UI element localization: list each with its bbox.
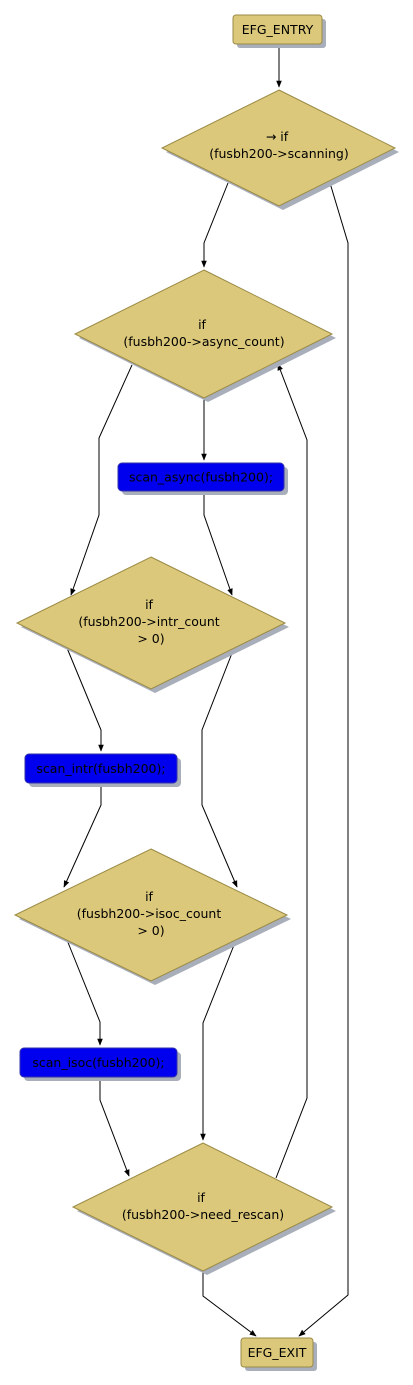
decision-need-rescan-label: if (fusbh200->need_rescan) bbox=[122, 1190, 284, 1222]
statement-scan-isoc[interactable]: scan_isoc(fusbh200); bbox=[19, 1047, 181, 1081]
decision-scanning[interactable]: → if (fusbh200->scanning) bbox=[160, 89, 399, 210]
decision-scanning-label: → if (fusbh200->scanning) bbox=[209, 129, 349, 161]
edge-rescan-to-exit bbox=[202, 1272, 257, 1337]
exit-node[interactable]: EFG_EXIT bbox=[240, 1337, 317, 1371]
edge-isoc-to-scan-isoc bbox=[66, 939, 103, 1046]
edge-scan-isoc-to-rescan bbox=[99, 1077, 130, 1177]
edge-async-to-intr bbox=[70, 364, 133, 596]
entry-node[interactable]: EFG_ENTRY bbox=[232, 14, 326, 48]
decision-intr-count[interactable]: if (fusbh200->intr_count > 0) bbox=[15, 556, 289, 693]
edge-intr-to-scan-intr bbox=[66, 647, 104, 752]
statement-scan-intr-label: scan_intr(fusbh200); bbox=[36, 761, 165, 776]
statement-scan-async[interactable]: scan_async(fusbh200); bbox=[117, 462, 288, 495]
edge-intr-to-isoc bbox=[201, 647, 238, 888]
edge-isoc-to-rescan bbox=[200, 939, 237, 1141]
statement-scan-async-label: scan_async(fusbh200); bbox=[129, 470, 273, 485]
statement-scan-intr[interactable]: scan_intr(fusbh200); bbox=[24, 753, 181, 787]
entry-label: EFG_ENTRY bbox=[242, 22, 314, 37]
edge-scan-async-to-intr bbox=[203, 490, 233, 596]
decision-async-count[interactable]: if (fusbh200->async_count) bbox=[73, 269, 336, 402]
decision-need-rescan[interactable]: if (fusbh200->need_rescan) bbox=[71, 1142, 336, 1275]
statement-scan-isoc-label: scan_isoc(fusbh200); bbox=[32, 1055, 164, 1070]
decision-intr-count-label: if (fusbh200->intr_count > 0) bbox=[78, 597, 223, 646]
edge-scanning-to-exit bbox=[298, 182, 349, 1337]
edge-scanning-to-async bbox=[201, 182, 229, 268]
edge-scan-intr-to-isoc bbox=[63, 784, 102, 888]
exit-label: EFG_EXIT bbox=[248, 1345, 307, 1360]
edge-rescan-loop-to-async bbox=[275, 363, 308, 1179]
decision-isoc-count-label: if (fusbh200->isoc_count > 0) bbox=[77, 889, 225, 938]
decision-isoc-count[interactable]: if (fusbh200->isoc_count > 0) bbox=[13, 848, 291, 985]
decision-async-count-label: if (fusbh200->async_count) bbox=[123, 317, 284, 349]
